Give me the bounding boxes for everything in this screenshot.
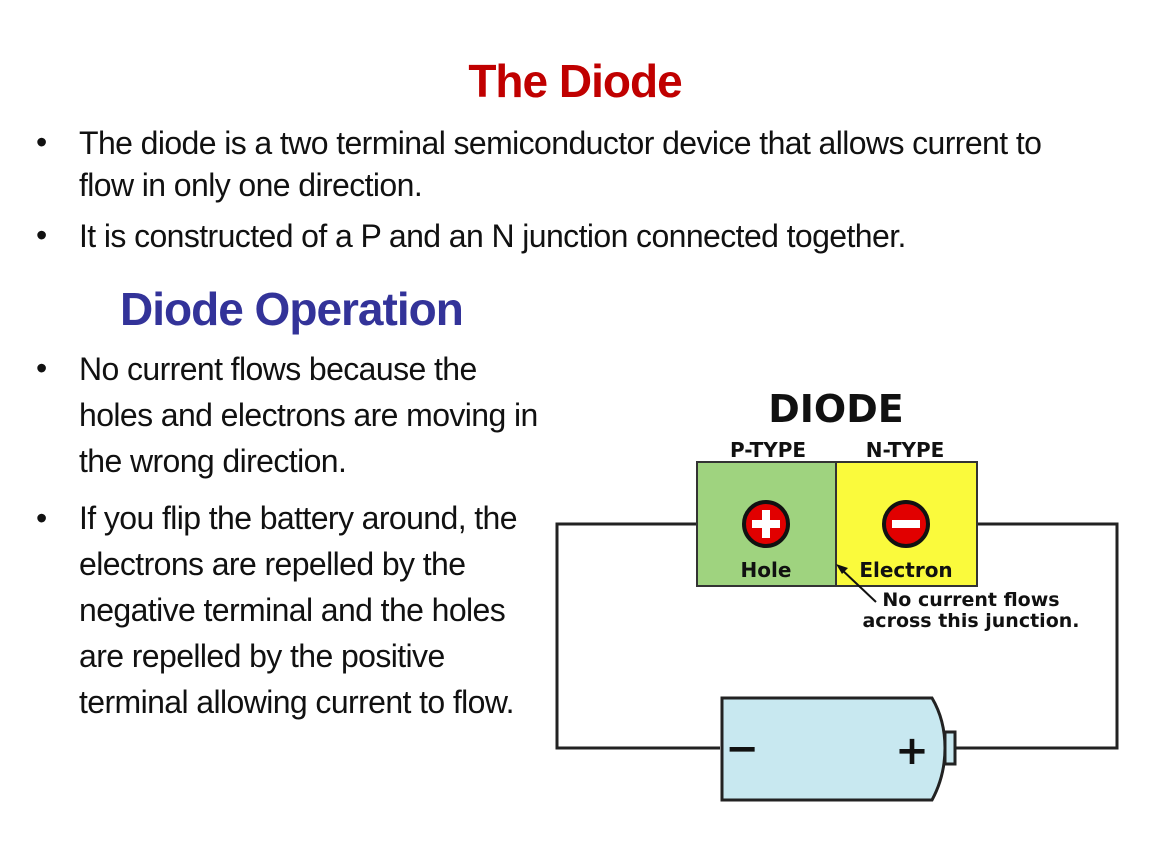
- hole-label: Hole: [741, 558, 792, 582]
- text-line: the wrong direction.: [79, 443, 347, 479]
- text-line: negative terminal and the holes: [79, 592, 506, 628]
- operation-bullet-1: No current flows because the holes and e…: [79, 346, 538, 484]
- bullet-marker: •: [36, 124, 48, 160]
- text-line: holes and electrons are moving in: [79, 397, 538, 433]
- electron-minus-icon: [882, 500, 930, 548]
- junction-note-line-1: No current flows: [882, 589, 1059, 611]
- p-type-label: P-TYPE: [730, 438, 806, 462]
- text-line: It is constructed of a P and an N juncti…: [79, 218, 906, 254]
- text-line: If you flip the battery around, the: [79, 500, 518, 536]
- slide-title: The Diode: [468, 55, 682, 107]
- battery-negative-terminal: −: [725, 726, 759, 772]
- n-type-label: N-TYPE: [866, 438, 945, 462]
- battery: − +: [720, 696, 957, 802]
- electron-label: Electron: [859, 558, 952, 582]
- section-heading: Diode Operation: [120, 283, 464, 335]
- text-line: electrons are repelled by the: [79, 546, 466, 582]
- intro-bullet-1: The diode is a two terminal semiconducto…: [79, 120, 1042, 208]
- circuit-wire-left: [555, 522, 720, 750]
- hole-plus-icon: [742, 500, 790, 548]
- intro-bullet-2: It is constructed of a P and an N juncti…: [79, 213, 906, 259]
- bullet-marker: •: [36, 500, 48, 536]
- text-line: The diode is a two terminal semiconducto…: [79, 125, 1042, 161]
- junction-pointer-arrow-icon: [836, 564, 848, 574]
- bullet-marker: •: [36, 350, 48, 386]
- circuit-wire-right: [955, 522, 1119, 750]
- text-line: are repelled by the positive: [79, 638, 445, 674]
- operation-bullet-2: If you flip the battery around, the elec…: [79, 495, 518, 725]
- diagram-title: DIODE: [768, 387, 904, 431]
- battery-positive-terminal: +: [895, 728, 929, 774]
- text-line: No current flows because the: [79, 351, 477, 387]
- junction-note-line-2: across this junction.: [862, 610, 1079, 632]
- junction-pointer-line: [839, 567, 877, 603]
- text-line: terminal allowing current to flow.: [79, 684, 515, 720]
- text-line: flow in only one direction.: [79, 167, 423, 203]
- bullet-marker: •: [36, 217, 48, 253]
